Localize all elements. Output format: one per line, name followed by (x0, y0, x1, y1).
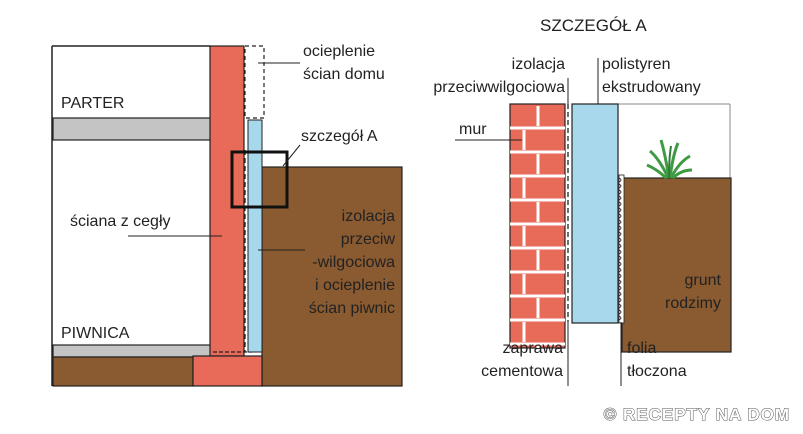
foil-dimple (618, 243, 622, 249)
foil-dimple (618, 285, 622, 291)
basement-floor-slab (52, 344, 212, 358)
label-izol-2: przeciwwilgociowa (433, 79, 565, 96)
foil-dimple (618, 303, 622, 309)
foil-dimple (618, 291, 622, 297)
foil-dimple (618, 219, 622, 225)
label-sciana: ściana z cegły (70, 213, 171, 230)
right-section: SZCZEGÓŁ A (433, 16, 732, 386)
label-izol-1: izolacja (512, 56, 565, 73)
detail-soil (621, 177, 732, 353)
label-ocieplenie-1: ocieplenie (303, 43, 375, 60)
label-parter: PARTER (61, 95, 124, 112)
label-grunt-1: grunt (685, 272, 722, 289)
foil-dimple (618, 183, 622, 189)
foil-dimple (618, 231, 622, 237)
label-piwnica: PIWNICA (61, 325, 130, 342)
detail-foil (618, 174, 625, 324)
foil-dimple (618, 207, 622, 213)
label-ocieplenie-2: ścian domu (303, 66, 385, 83)
label-izolacja-3: -wilgociowa (312, 254, 395, 271)
label-poly-1: polistyren (602, 56, 670, 73)
foil-dimple (618, 195, 622, 201)
basement-wall-insulation (247, 119, 263, 353)
detail-a-box (230, 150, 289, 209)
detail-title: SZCZEGÓŁ A (540, 16, 647, 35)
foil-dimple (618, 237, 622, 243)
foil-dimple (618, 189, 622, 195)
leader-szczegol-a (282, 144, 301, 167)
basement-soil (52, 356, 194, 387)
label-mur: mur (459, 121, 487, 138)
foil-dimple (618, 177, 622, 183)
brick-wall (209, 45, 245, 357)
wall-footing (192, 355, 263, 387)
label-izolacja-4: i ocieplenie (315, 277, 395, 294)
foil-dimple (618, 201, 622, 207)
detail-foil-dimples (618, 177, 622, 321)
label-poly-2: ekstrudowany (602, 79, 701, 96)
label-izolacja-1: izolacja (342, 208, 395, 225)
foil-dimple (618, 261, 622, 267)
foil-dimple (618, 255, 622, 261)
foil-dimple (618, 213, 622, 219)
left-section: ocieplenie ścian domu PARTER szczegół A … (51, 43, 403, 387)
label-izolacja-2: przeciw (341, 231, 396, 248)
detail-brick-wall (509, 103, 566, 349)
label-grunt-2: rodzimy (665, 295, 721, 312)
foil-dimple (618, 315, 622, 321)
label-zaprawa-2: cementowa (481, 363, 563, 380)
detail-polystyrene (571, 103, 619, 324)
foil-dimple (618, 279, 622, 285)
house-wall-insulation (244, 45, 265, 119)
foil-dimple (618, 267, 622, 273)
label-izolacja-5: ścian piwnic (309, 300, 395, 317)
foil-dimple (618, 273, 622, 279)
label-folia-2: tłoczona (627, 363, 687, 380)
foil-dimple (618, 225, 622, 231)
foil-dimple (618, 249, 622, 255)
foil-dimple (618, 309, 622, 315)
label-folia-1: folia (627, 340, 656, 357)
ground-floor-slab (52, 117, 212, 141)
label-zaprawa-1: zaprawa (503, 340, 564, 357)
watermark: © RECEPTY NA DOM (604, 405, 790, 424)
foil-dimple (618, 297, 622, 303)
plant-icon (646, 139, 693, 180)
label-szczegol-a: szczegół A (301, 128, 378, 145)
